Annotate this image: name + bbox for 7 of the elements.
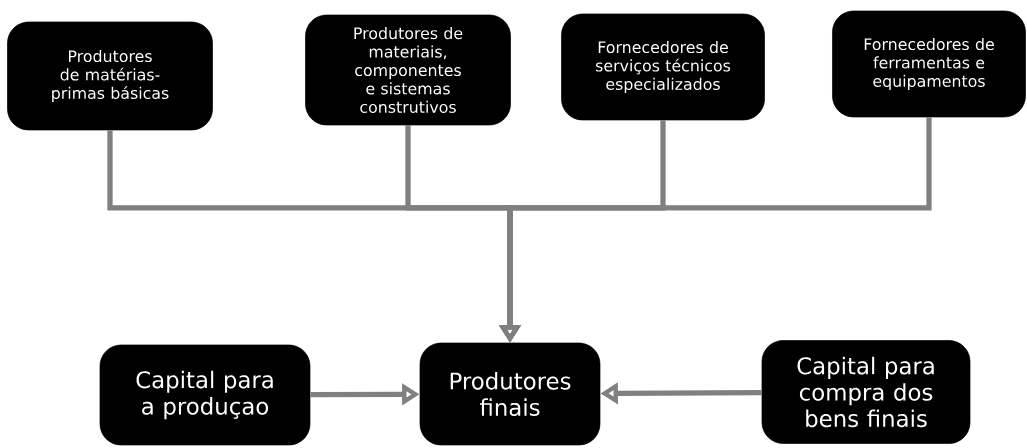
process-box: Fornecedores de serviços técnicos especializados <box>561 13 765 121</box>
process-box: Produtores de matérias-primas básicas <box>7 21 213 131</box>
process-box: Fornecedores de ferramentas e equipamentos <box>832 10 1026 118</box>
process-box: Produtores finais <box>419 342 601 446</box>
process-box: Produtores de materiais, componentes e sistemas construtivos <box>305 14 511 126</box>
process-box: Capital para a produçao <box>99 344 311 446</box>
process-box: Capital para compra dos bens finais <box>761 340 971 444</box>
